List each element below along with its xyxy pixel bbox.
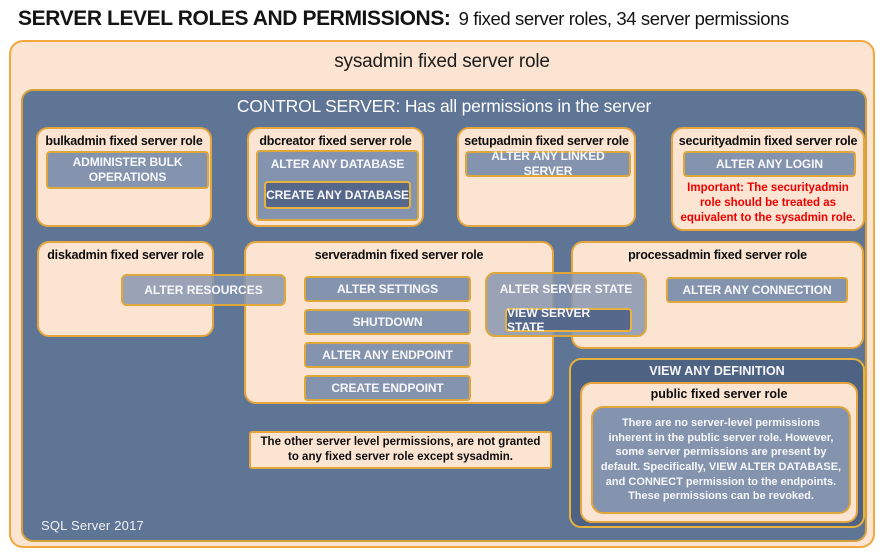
permission-create-endpoint: CREATE ENDPOINT — [304, 375, 471, 401]
securityadmin-warning-text: Important: The securityadmin role should… — [680, 182, 856, 224]
processadmin-role-title: processadmin fixed server role — [628, 248, 807, 262]
securityadmin-role-box: securityadmin fixed server role ALTER AN… — [671, 127, 865, 231]
permission-view-server-state: VIEW SERVER STATE — [505, 306, 632, 334]
securityadmin-role-title: securityadmin fixed server role — [678, 134, 858, 148]
public-role-description: There are no server-level permissions in… — [591, 406, 851, 514]
permission-alter-server-state-label: ALTER SERVER STATE — [499, 282, 633, 296]
control-server-box: CONTROL SERVER: Has all permissions in t… — [21, 89, 867, 542]
permission-alter-settings: ALTER SETTINGS — [304, 276, 471, 302]
control-server-header: CONTROL SERVER: Has all permissions in t… — [236, 96, 652, 116]
bulkadmin-role-box: bulkadmin fixed server role ADMINISTER B… — [36, 127, 212, 227]
permission-alter-resources: ALTER RESOURCES — [121, 274, 286, 306]
public-role-title: public fixed server role — [650, 387, 788, 401]
view-any-definition-box: VIEW ANY DEFINITION public fixed server … — [569, 358, 865, 528]
permission-alter-any-linked-server: ALTER ANY LINKED SERVER — [465, 149, 631, 178]
page-title-subtitle: 9 fixed server roles, 34 server permissi… — [458, 8, 790, 29]
page-title: SERVER LEVEL ROLES AND PERMISSIONS: 9 fi… — [18, 7, 789, 31]
sql-server-version-label: SQL Server 2017 — [41, 518, 144, 533]
page-title-main: SERVER LEVEL ROLES AND PERMISSIONS: — [18, 7, 451, 30]
permission-alter-any-login: ALTER ANY LOGIN — [683, 151, 856, 177]
permission-create-any-database: CREATE ANY DATABASE — [264, 181, 411, 209]
sysadmin-role-title: sysadmin fixed server role — [334, 51, 550, 72]
permission-view-any-definition: VIEW ANY DEFINITION — [649, 364, 785, 378]
diskadmin-role-title: diskadmin fixed server role — [47, 248, 204, 262]
setupadmin-role-title: setupadmin fixed server role — [464, 134, 629, 148]
permission-alter-any-database: ALTER ANY DATABASE CREATE ANY DATABASE — [256, 150, 419, 221]
public-role-box: public fixed server role There are no se… — [580, 382, 858, 523]
permission-alter-server-state: ALTER SERVER STATE VIEW SERVER STATE — [485, 272, 647, 337]
permission-shutdown: SHUTDOWN — [304, 309, 471, 335]
permission-alter-any-endpoint: ALTER ANY ENDPOINT — [304, 342, 471, 368]
bulkadmin-role-title: bulkadmin fixed server role — [45, 134, 203, 148]
permission-alter-any-connection: ALTER ANY CONNECTION — [666, 277, 848, 303]
setupadmin-role-box: setupadmin fixed server role ALTER ANY L… — [457, 127, 636, 227]
permission-administer-bulk-operations: ADMINISTER BULK OPERATIONS — [46, 151, 209, 189]
dbcreator-role-title: dbcreator fixed server role — [259, 134, 412, 148]
other-permissions-note: The other server level permissions, are … — [249, 431, 552, 469]
serveradmin-role-title: serveradmin fixed server role — [314, 248, 484, 262]
dbcreator-role-box: dbcreator fixed server role ALTER ANY DA… — [247, 127, 424, 227]
permission-alter-any-database-label: ALTER ANY DATABASE — [270, 157, 405, 171]
sysadmin-role-box: sysadmin fixed server role CONTROL SERVE… — [9, 40, 875, 548]
